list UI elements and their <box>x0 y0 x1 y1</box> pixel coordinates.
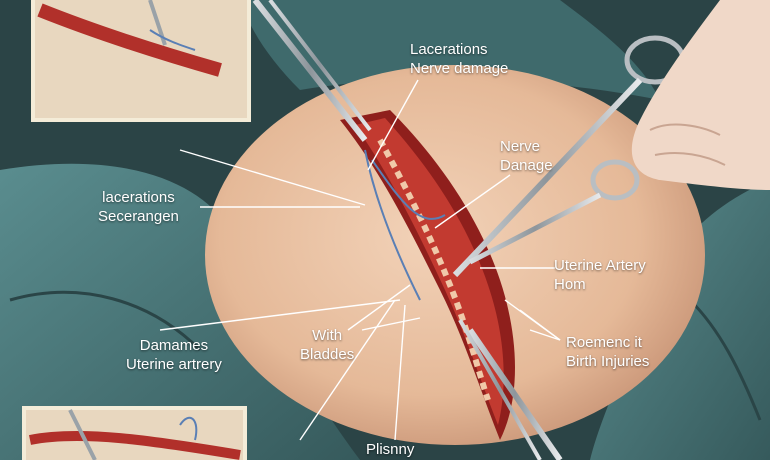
surgical-scissors-bottom <box>458 319 563 460</box>
gloved-hand <box>631 0 770 190</box>
surgical-scissors-right <box>452 35 686 278</box>
label-damames-uterine: Damames Uterine artrery <box>126 337 222 373</box>
label-uterine-artery: Uterine Artery Hom <box>554 257 646 293</box>
surgical-scissors-left <box>252 0 372 142</box>
label-nerve-damage: Nerve Danage <box>500 138 553 174</box>
label-lacerations-nerve-damage: Lacerations Nerve damage <box>410 41 509 77</box>
inset-detail-bottom <box>22 406 247 460</box>
label-with-bladdes: With Bladdes <box>300 327 355 363</box>
label-birth-injuries: Roemenc it Birth Injuries <box>566 334 650 370</box>
label-lacerations-left: lacerations Secerangen <box>98 189 179 225</box>
leader-lines <box>159 79 561 441</box>
label-plisnny: Plisnny <box>366 441 415 458</box>
inset-detail-top <box>31 0 251 122</box>
